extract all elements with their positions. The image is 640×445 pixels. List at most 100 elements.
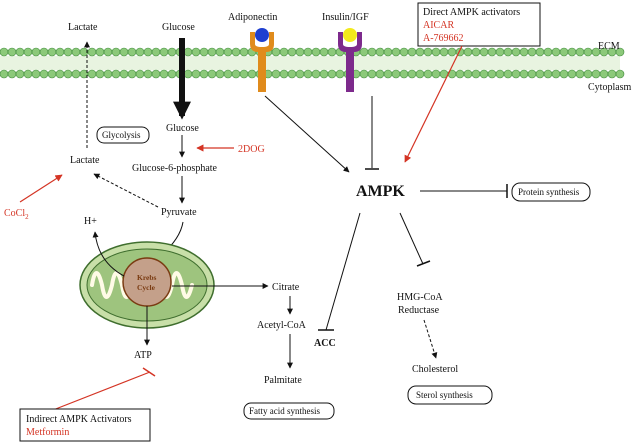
- a769662-label: A-769662: [423, 33, 464, 44]
- membrane-lipid-head: [55, 47, 65, 57]
- indirect-activators-title: Indirect AMPK Activators: [26, 414, 132, 425]
- direct-activators-title: Direct AMPK activators: [423, 7, 520, 18]
- sterol-synthesis-box: [407, 385, 493, 405]
- membrane-lipid-head: [559, 69, 569, 79]
- membrane-lipid-head: [111, 69, 121, 79]
- krebs-cycle: Krebs Cycle: [122, 257, 172, 307]
- membrane-lipid-head: [479, 47, 489, 57]
- membrane-lipid-head: [287, 69, 297, 79]
- membrane-lipid-heads: [0, 47, 625, 79]
- membrane-lipid-head: [279, 47, 289, 57]
- membrane-lipid-head: [303, 69, 313, 79]
- membrane-lipid-head: [479, 69, 489, 79]
- membrane-lipid-head: [375, 69, 385, 79]
- membrane-lipid-head: [119, 47, 129, 57]
- reductase-label: Reductase: [398, 305, 440, 316]
- insulin-receptor: [338, 28, 362, 92]
- membrane-lipid-head: [63, 69, 73, 79]
- membrane-lipid-head: [167, 47, 177, 57]
- sterol-synthesis-label: Sterol synthesis: [416, 390, 473, 400]
- membrane-lipid-head: [471, 69, 481, 79]
- membrane-lipid-head: [271, 69, 281, 79]
- citrate-label: Citrate: [272, 282, 300, 293]
- glycolysis-label: Glycolysis: [102, 130, 141, 140]
- membrane-lipid-head: [567, 69, 577, 79]
- membrane-lipid-head: [311, 47, 321, 57]
- membrane-lipid-head: [319, 47, 329, 57]
- membrane-lipid-head: [551, 47, 561, 57]
- membrane-lipid-head: [543, 47, 553, 57]
- membrane-lipid-head: [335, 69, 345, 79]
- membrane-lipid-head: [423, 69, 433, 79]
- fatty-acid-synthesis-label: Fatty acid synthesis: [249, 406, 320, 416]
- membrane-lipid-head: [327, 69, 337, 79]
- membrane-lipid-head: [15, 69, 25, 79]
- membrane-lipid-head: [231, 69, 241, 79]
- pyruvate-to-lactate-arrow: [93, 173, 159, 208]
- glucose-out-label: Glucose: [162, 22, 195, 33]
- membrane-lipid-head: [311, 69, 321, 79]
- twodog-label: 2DOG: [238, 144, 265, 155]
- membrane-lipid-head: [207, 47, 217, 57]
- cell-membrane: [0, 47, 625, 79]
- adiponectin-receptor: [250, 28, 274, 92]
- membrane-lipid-head: [527, 47, 537, 57]
- cholesterol-label: Cholesterol: [412, 364, 458, 375]
- membrane-lipid-head: [183, 47, 193, 57]
- membrane-lipid-head: [151, 69, 161, 79]
- membrane-lipid-head: [143, 47, 153, 57]
- membrane-lipid-head: [239, 47, 249, 57]
- membrane-lipid-head: [295, 69, 305, 79]
- membrane-lipid-head: [127, 69, 137, 79]
- hmgcoa-label: HMG-CoA: [397, 292, 443, 303]
- membrane-lipid-head: [151, 47, 161, 57]
- membrane-lipid-head: [503, 47, 513, 57]
- membrane-lipid-head: [231, 47, 241, 57]
- membrane-lipid-head: [103, 69, 113, 79]
- lactate-label: Lactate: [70, 155, 100, 166]
- membrane-lipid-head: [511, 69, 521, 79]
- glycolysis-box: [96, 126, 150, 144]
- membrane-lipid-head: [519, 69, 529, 79]
- membrane-lipid-head: [239, 69, 249, 79]
- acetyl-coa-label: Acetyl-CoA: [257, 320, 307, 331]
- membrane-lipid-head: [591, 69, 601, 79]
- membrane-lipid-head: [7, 69, 17, 79]
- direct-activators-box: [417, 2, 541, 47]
- cocl2-arrow: [19, 174, 63, 203]
- membrane-lipid-head: [15, 47, 25, 57]
- membrane-lipid-head: [223, 69, 233, 79]
- adiponectin-label: Adiponectin: [228, 12, 277, 23]
- membrane-lipid-head: [191, 47, 201, 57]
- membrane-lipid-head: [615, 47, 625, 57]
- membrane-lipid-head: [135, 69, 145, 79]
- ecm-label: ECM: [598, 41, 620, 52]
- membrane-lipid-head: [295, 47, 305, 57]
- membrane-lipid-head: [95, 47, 105, 57]
- membrane-lipid-head: [535, 47, 545, 57]
- membrane-lipid-head: [455, 69, 465, 79]
- membrane-lipid-head: [183, 69, 193, 79]
- hplus-label: H+: [84, 216, 97, 227]
- membrane-lipid-head: [407, 47, 417, 57]
- insulin-label: Insulin/IGF: [322, 12, 369, 23]
- hmgcoa-to-cholesterol-arrow: [423, 319, 438, 359]
- membrane-lipid-head: [359, 69, 369, 79]
- membrane-lipid-head: [127, 47, 137, 57]
- pyruvate-label: Pyruvate: [161, 207, 197, 218]
- krebs-label-1: Krebs: [137, 273, 157, 282]
- atp-inhibition-bar: [142, 367, 156, 377]
- membrane-lipid-head: [487, 47, 497, 57]
- membrane-lipid-head: [447, 47, 457, 57]
- membrane-lipid-head: [527, 69, 537, 79]
- membrane-lipid-head: [31, 69, 41, 79]
- membrane-lipid-head: [415, 69, 425, 79]
- krebs-label-2: Cycle: [137, 283, 156, 292]
- membrane-lipid-head: [199, 47, 209, 57]
- fatty-acid-synthesis-box: [243, 402, 335, 420]
- membrane-lipid-head: [391, 47, 401, 57]
- membrane-lipid-head: [71, 69, 81, 79]
- membrane-lipid-head: [535, 69, 545, 79]
- membrane-lipid-head: [391, 69, 401, 79]
